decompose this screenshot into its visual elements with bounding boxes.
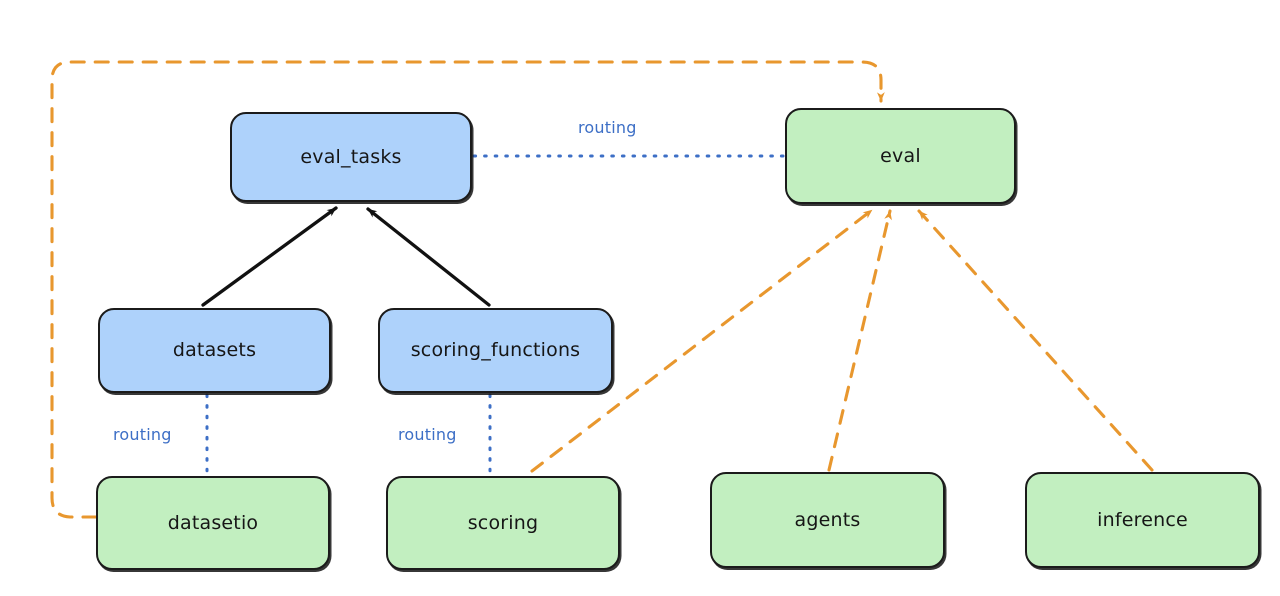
node-scoring-functions-label: scoring_functions [410,339,581,362]
node-datasets[interactable]: datasets [98,308,331,393]
edge-scoring_functions-to-eval_tasks [366,207,491,307]
edge-inference-to-eval [917,209,1154,472]
node-eval[interactable]: eval [785,108,1016,204]
edge-agents-to-eval [827,209,892,472]
node-scoring-functions[interactable]: scoring_functions [378,308,613,393]
node-datasetio[interactable]: datasetio [96,476,330,570]
edge-datasets-to-eval_tasks [201,206,338,307]
edge-label-routing-datasets-datasetio: routing [113,425,172,444]
edge-scoring-to-eval [530,208,874,473]
node-eval-tasks-label: eval_tasks [300,145,402,168]
node-scoring[interactable]: scoring [386,476,620,570]
node-scoring-label: scoring [467,511,539,534]
node-agents-label: agents [794,508,861,531]
node-datasetio-label: datasetio [167,511,259,534]
edge-datasetio-to-eval [50,60,885,519]
edge-label-routing-eval-tasks-eval: routing [578,118,637,137]
node-inference[interactable]: inference [1025,472,1260,568]
node-eval-tasks[interactable]: eval_tasks [230,112,472,202]
node-agents[interactable]: agents [710,472,945,568]
node-inference-label: inference [1097,508,1188,531]
edge-label-routing-scoring-functions-scoring: routing [398,425,457,444]
node-eval-label: eval [880,144,921,167]
node-datasets-label: datasets [172,339,257,362]
